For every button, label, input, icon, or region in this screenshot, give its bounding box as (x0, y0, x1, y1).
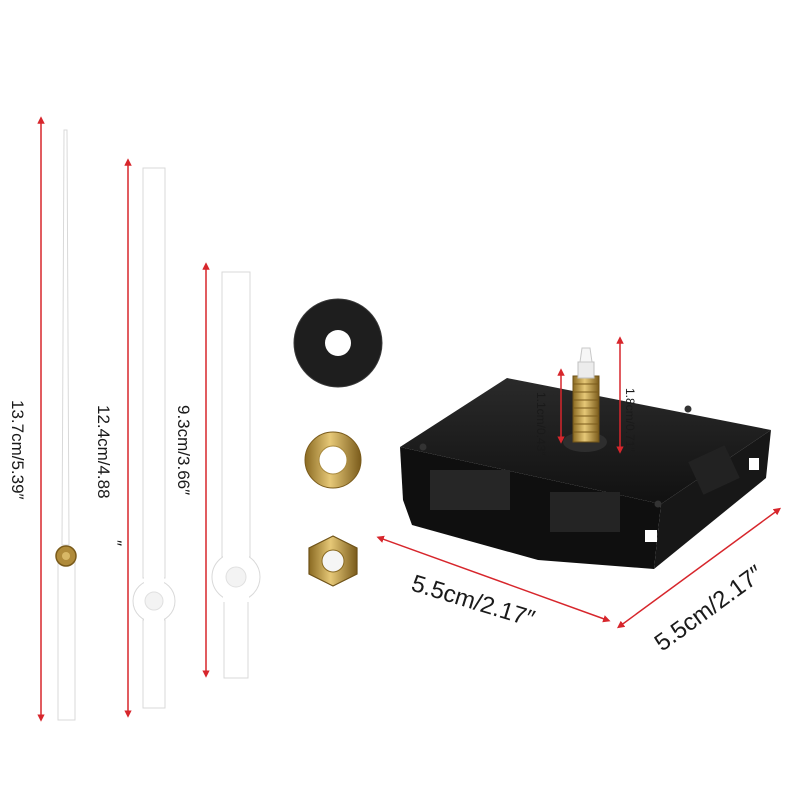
minute-hand-hole (144, 591, 164, 611)
hex-nut (308, 535, 358, 587)
rubber-gasket (293, 298, 383, 388)
minute-hand-length-label: 12.4cm/4.88 (94, 405, 113, 499)
shaft-total-length-label: 1.8cm/0.71″ (623, 388, 637, 452)
movement-width-dimension-line (376, 535, 611, 623)
hour-hand-hole (225, 566, 247, 588)
movement-width-label: 5.5cm/2.17″ (408, 570, 538, 633)
hour-hand-length-label: 9.3cm/3.66″ (174, 405, 193, 495)
shaft-thread-length-label: 1.1cm/0.43″ (534, 392, 548, 456)
minute-hand-inch-mark: ″ (106, 540, 125, 546)
hour-hand (211, 271, 261, 679)
movement-depth-label: 5.5cm/2.17″ (650, 560, 769, 657)
brass-washer (304, 431, 362, 489)
second-hand (55, 129, 77, 721)
movement-depth-dimension-line (616, 507, 782, 629)
minute-hand (132, 167, 176, 709)
movement-shaft (572, 347, 600, 443)
second-hand-length-label: 13.7cm/5.39″ (8, 400, 27, 500)
